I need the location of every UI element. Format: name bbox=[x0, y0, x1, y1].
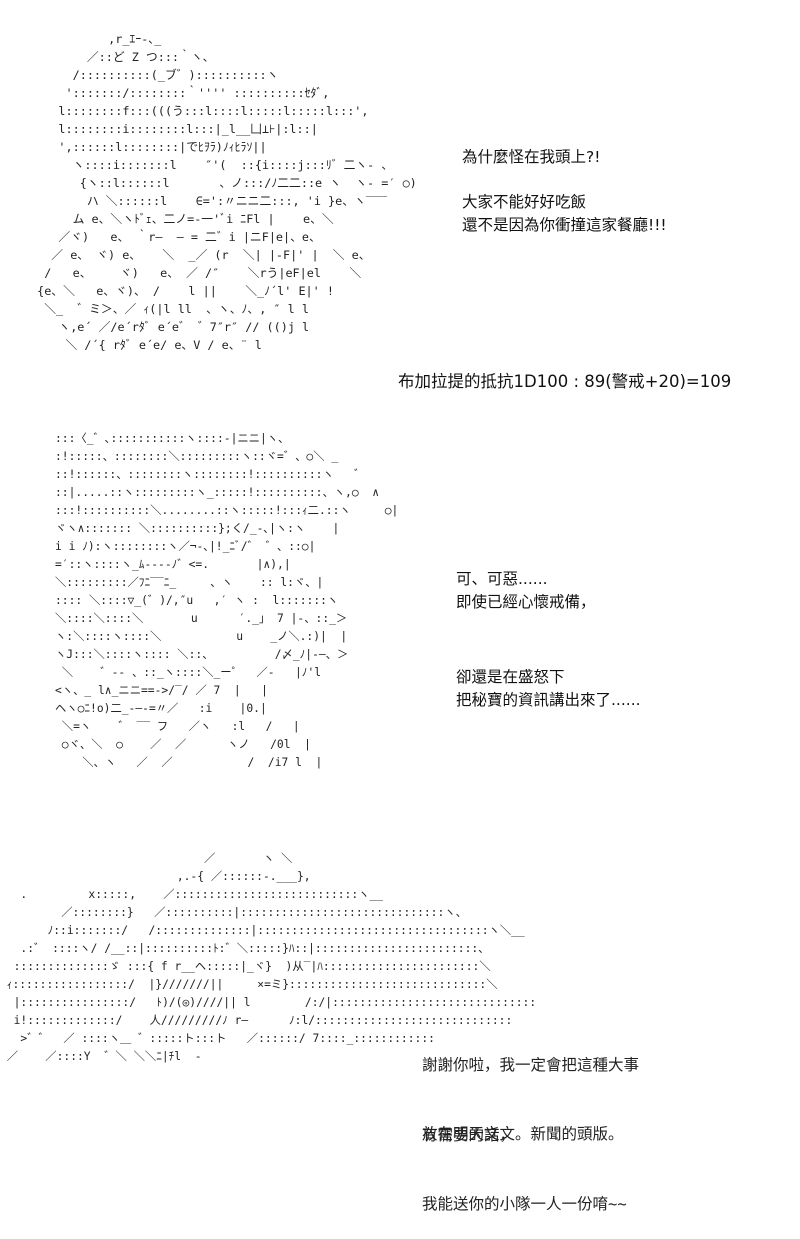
dialogue-text: 我能送你的小隊一人一份唷~~ bbox=[422, 1195, 627, 1213]
ascii-art-character-2: :::〈_゛､:::::::::::ヽ::::-|ニニ|ヽ、 :!:::::、:… bbox=[55, 432, 399, 769]
ascii-art-character-1: ,r_ｴｰ-､_ ／::ど Z つ:::｀ヽ、 /::::::::::(_ブ゛)… bbox=[37, 32, 417, 352]
dialogue-block: 大家不能好好吃飯 還不是因為你衝撞這家餐廳!!! bbox=[462, 191, 667, 237]
dialogue-text: 謝謝你啦，我一定會把這種大事 bbox=[422, 1056, 640, 1074]
dice-roll-result: 布加拉提的抵抗1D100 : 89(警戒+20)=109 bbox=[398, 372, 732, 391]
ascii-art-character-3: ／ ヽ ＼ ,.-{ ／::::::-.___}, . x:::::, ／:::… bbox=[0, 850, 639, 1213]
dialogue-line: 為什麼怪在我頭上?! bbox=[462, 146, 600, 169]
dialogue-text: 即使已經心懷戒備， bbox=[456, 593, 596, 611]
dialogue-text: 為什麼怪在我頭上?! bbox=[462, 148, 601, 166]
panel-2: :::〈_゛､:::::::::::ヽ::::-|ニニ|ヽ、 :!:::::、:… bbox=[0, 418, 800, 838]
dialogue-text: 卻還是在盛怒下 bbox=[456, 668, 565, 686]
dialogue-block: 謝謝你啦，我一定會把這種大事 放在明天文文。新聞的頭版。 bbox=[422, 1008, 639, 1169]
dialogue-text: 放在明天文文。新聞的頭版。 bbox=[422, 1125, 624, 1143]
dialogue-text: 有需要的話， bbox=[422, 1126, 516, 1144]
panel-1: ,r_ｴｰ-､_ ／::ど Z つ:::｀ヽ、 /::::::::::(_ブ゛)… bbox=[0, 0, 800, 418]
dialogue-text: 把秘寶的資訊講出來了...... bbox=[456, 691, 641, 709]
dialogue-text: 可、可惡...... bbox=[456, 570, 548, 588]
panel-3: ／ ヽ ＼ ,.-{ ／::::::-.___}, . x:::::, ／:::… bbox=[0, 838, 800, 1213]
dialogue-block: 卻還是在盛怒下 把秘寶的資訊講出來了...... bbox=[456, 666, 641, 712]
dialogue-text: 大家不能好好吃飯 bbox=[462, 193, 587, 211]
dialogue-block: 可、可惡...... 即使已經心懷戒備， bbox=[456, 568, 596, 614]
dialogue-text: 還不是因為你衝撞這家餐廳!!! bbox=[462, 216, 667, 234]
dialogue-block: 有需要的話， 我能送你的小隊一人一份唷~~ bbox=[422, 1078, 627, 1239]
